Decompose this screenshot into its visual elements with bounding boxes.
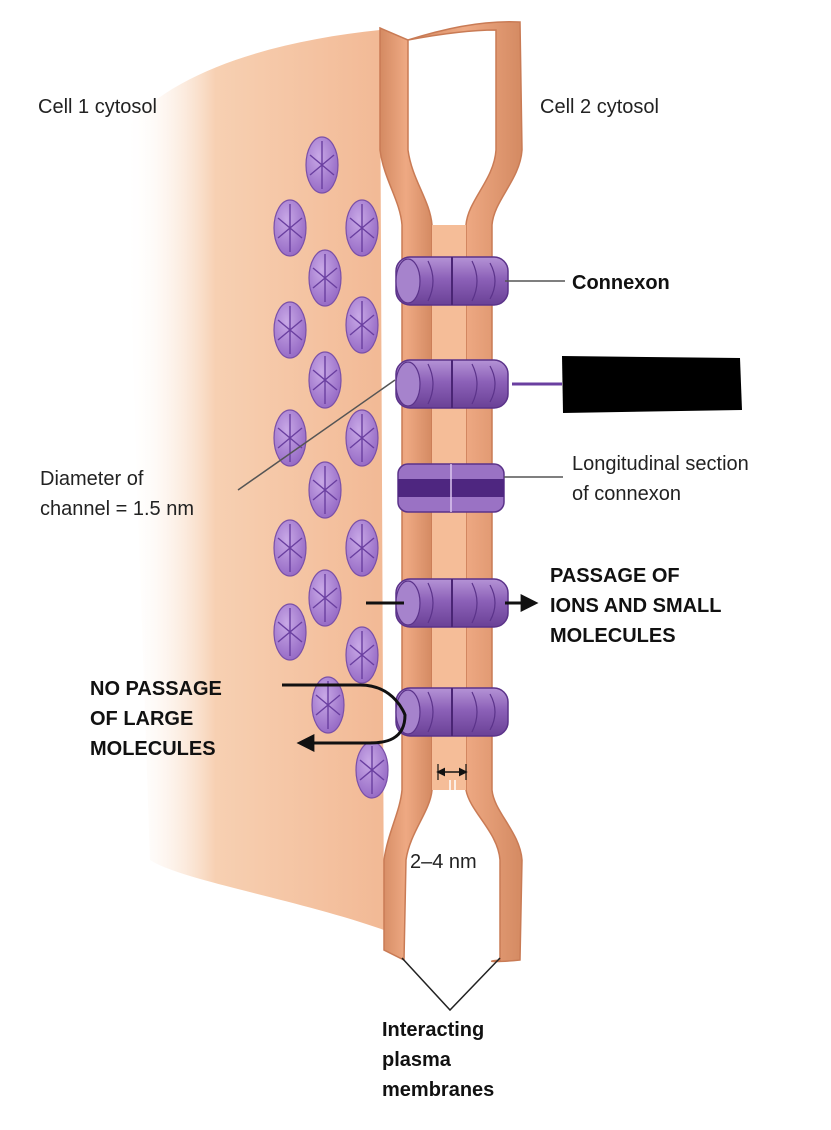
membranes-label-line1: Interacting (382, 1019, 484, 1041)
connexon (395, 359, 509, 409)
longitudinal-label-line2: of connexon (572, 483, 681, 505)
no-passage-label-line3: MOLECULES (90, 738, 216, 760)
diameter-leader-line (237, 379, 396, 491)
passage-label-line1: PASSAGE OF (550, 565, 680, 587)
large-molecule (355, 741, 389, 799)
large-molecule (345, 519, 379, 577)
connexon-longitudinal-section (397, 463, 505, 513)
large-molecule (345, 626, 379, 684)
cell2-label: Cell 2 cytosol (540, 96, 659, 118)
large-molecule (308, 351, 342, 409)
no-passage-label-line1: NO PASSAGE (90, 678, 222, 700)
passage-label-line2: IONS AND SMALL (550, 595, 721, 617)
large-molecule (308, 249, 342, 307)
diameter-label-line1: Diameter of (40, 468, 144, 490)
large-molecule (308, 569, 342, 627)
large-molecule (273, 603, 307, 661)
passage-label-line3: MOLECULES (550, 625, 676, 647)
connexon (395, 687, 509, 737)
no-passage-label-line2: OF LARGE (90, 708, 193, 730)
membranes-pointer (401, 957, 501, 1012)
large-molecule (345, 409, 379, 467)
large-molecule (273, 199, 307, 257)
membranes-label-line3: membranes (382, 1079, 494, 1101)
connexon (395, 578, 509, 628)
gap-label: 2–4 nm (410, 851, 477, 873)
longitudinal-label-line1: Longitudinal section (572, 453, 749, 475)
diameter-label-line2: channel = 1.5 nm (40, 498, 194, 520)
large-molecule (345, 199, 379, 257)
large-molecule (305, 136, 339, 194)
redacted-label-box (562, 356, 742, 413)
cell1-cytosol-region (125, 30, 384, 930)
cell1-label: Cell 1 cytosol (38, 96, 157, 118)
connexon-group (395, 256, 509, 737)
connexon (395, 256, 509, 306)
large-molecule-group (273, 136, 389, 799)
large-molecule (345, 296, 379, 354)
no-passage-arrow (282, 683, 407, 752)
large-molecule (273, 409, 307, 467)
large-molecule (308, 461, 342, 519)
large-molecule (273, 519, 307, 577)
large-molecule (273, 301, 307, 359)
connexon-label: Connexon (572, 272, 670, 294)
membranes-label-line2: plasma (382, 1049, 452, 1071)
large-molecule (311, 676, 345, 734)
